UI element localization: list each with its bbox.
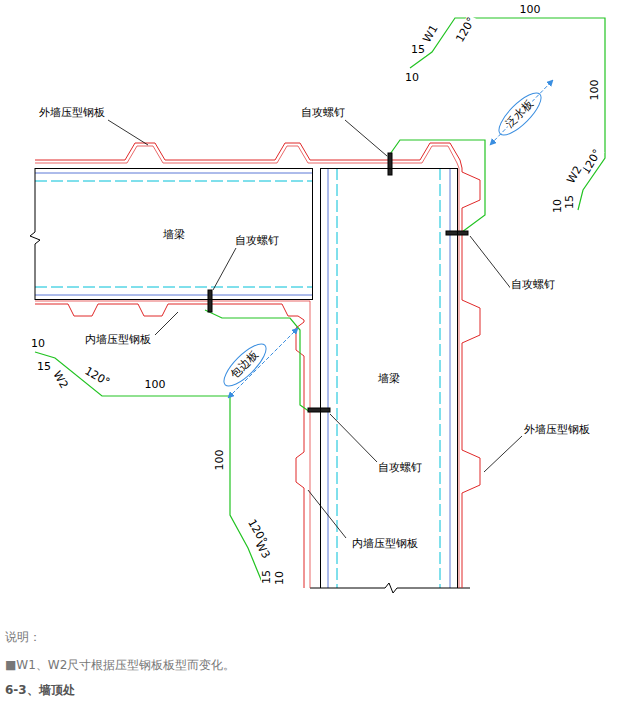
wall-beam: 墙梁 [320,168,458,588]
callout-label: 自攻螺钉 [234,235,280,247]
callout-label: 10 [30,338,46,350]
note-text: 说明： [5,629,41,646]
callout-label: 外墙压型钢板 [523,424,591,436]
callout-arrows [218,80,553,398]
screws [208,153,468,412]
callout-label: W2 [565,163,585,186]
callout-label: 120° [454,15,479,46]
callout-label: 内墙压型钢板 [84,334,152,346]
inner-wall-sheet [35,301,310,588]
outer-wall-sheet [35,143,480,588]
note-text: ■W1、W2尺寸根据压型钢板板型而变化。 [5,657,235,674]
callout-label: 100 [214,449,226,472]
callout-label: 包边板 [228,348,261,381]
callout-label: 15 [410,44,426,56]
beam-lines [30,168,470,593]
callout-label: 15 [36,361,52,373]
callout-label: 100 [589,79,601,102]
callout-label: W2 [50,368,70,391]
callout-label: 自攻螺钉 [510,279,556,291]
callout-label: 100 [519,4,542,16]
callout-label: 10 [274,570,286,586]
callout-label: 10 [552,198,564,214]
callout-label: 10 [404,72,420,84]
section-caption: 6-3、墙顶处 [5,682,75,699]
callout-label: 泛水板 [503,97,536,130]
callout-label: 15 [564,194,576,210]
callout-label: 自攻螺钉 [377,462,423,474]
callout-label: 外墙压型钢板 [38,107,106,119]
callout-label: 自攻螺钉 [300,107,346,119]
leader-lines [108,120,522,538]
callout-label: 120° [580,147,605,178]
beam-label: 墙梁 [163,227,185,242]
callout-label: W3 [252,538,272,561]
callout-label: 内墙压型钢板 [351,538,419,550]
callout-label: 120° [82,365,113,390]
beam-label: 墙梁 [378,371,400,386]
callout-label: 15 [261,569,273,585]
callout-label: 100 [144,379,167,391]
